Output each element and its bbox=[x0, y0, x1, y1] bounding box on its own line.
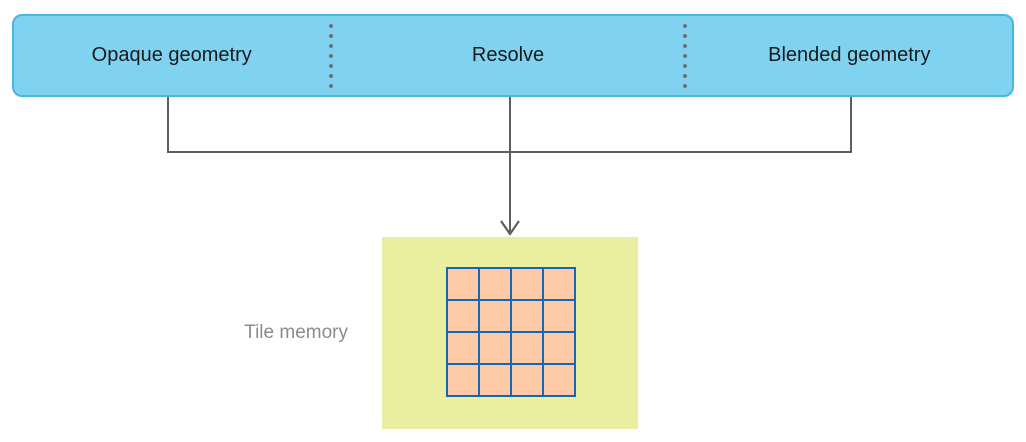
tile-cell bbox=[448, 365, 478, 395]
tile-cell bbox=[480, 365, 510, 395]
tile-memory-label: Tile memory bbox=[244, 322, 348, 343]
tile-cell bbox=[544, 269, 574, 299]
arrow-down-icon bbox=[500, 220, 520, 236]
tile-cell bbox=[512, 365, 542, 395]
tile-cell bbox=[512, 333, 542, 363]
stage-opaque-geometry-label: Opaque geometry bbox=[91, 44, 252, 66]
tile-cell bbox=[448, 333, 478, 363]
tile-memory-grid bbox=[446, 267, 576, 397]
tile-cell bbox=[544, 301, 574, 331]
stage-resolve-label: Resolve bbox=[471, 44, 545, 66]
render-pipeline-bar: Opaque geometry Resolve Blended geometry bbox=[12, 14, 1014, 97]
tile-cell bbox=[448, 301, 478, 331]
stage-resolve: Resolve bbox=[333, 16, 682, 95]
tile-cell bbox=[544, 333, 574, 363]
stage-opaque-geometry: Opaque geometry bbox=[14, 16, 329, 95]
dotted-separator-icon bbox=[329, 20, 334, 91]
tile-cell bbox=[448, 269, 478, 299]
connector-line-left bbox=[167, 97, 169, 153]
stage-blended-geometry: Blended geometry bbox=[687, 16, 1012, 95]
tile-cell bbox=[480, 333, 510, 363]
tile-cell bbox=[512, 269, 542, 299]
tile-cell bbox=[544, 365, 574, 395]
dotted-separator-icon bbox=[682, 20, 687, 91]
tile-cell bbox=[480, 269, 510, 299]
tile-cell bbox=[512, 301, 542, 331]
connector-line-center bbox=[509, 97, 511, 233]
connector-line-right bbox=[850, 97, 852, 153]
stage-blended-geometry-label: Blended geometry bbox=[768, 44, 931, 66]
tile-cell bbox=[480, 301, 510, 331]
